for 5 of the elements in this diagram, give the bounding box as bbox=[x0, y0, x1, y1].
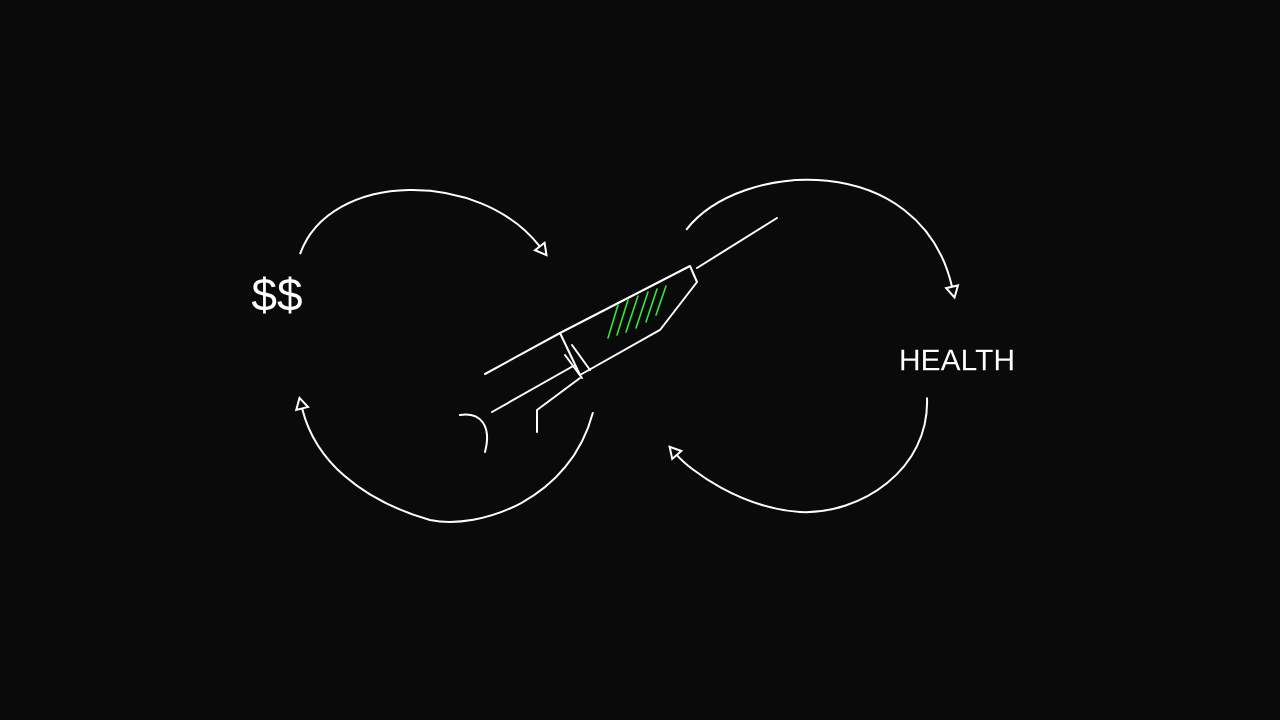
dollar-signs: $$ bbox=[251, 276, 302, 314]
arrow bbox=[668, 396, 928, 513]
health-label: HEALTH bbox=[901, 349, 1013, 371]
syringe-drawing bbox=[459, 217, 778, 453]
arrow bbox=[299, 189, 548, 257]
